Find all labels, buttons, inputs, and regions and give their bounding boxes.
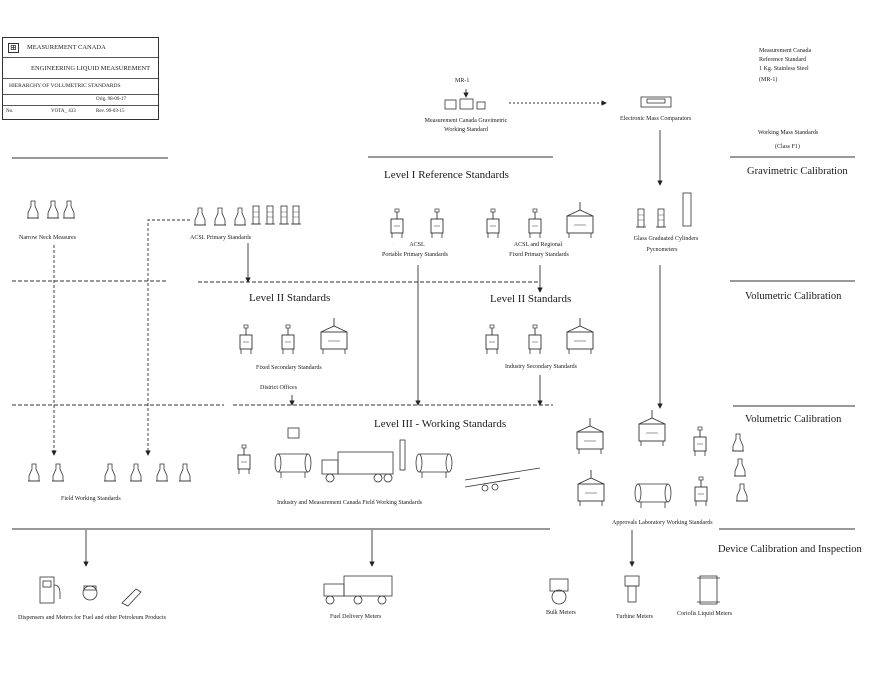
level2-right-heading: Level II Standards bbox=[490, 293, 572, 305]
fixed-label-2: Fixed Primary Standards bbox=[509, 252, 569, 258]
title-block-org-row: ⊞ MEASUREMENT CANADA bbox=[3, 38, 158, 58]
working-mass-2: (Class F1) bbox=[775, 144, 800, 150]
reference-note-4: (MR-1) bbox=[759, 77, 778, 83]
working-standard-line1: Measurement Canada Gravimetric bbox=[424, 118, 508, 124]
mr1-label: MR-1 bbox=[455, 78, 470, 84]
turbine-meters-label: Turbine Meters bbox=[616, 614, 653, 620]
fixed-secondary-label: Fixed Secondary Standards bbox=[256, 365, 322, 371]
title-block-title-row: HIERARCHY OF VOLUMETRIC STANDARDS bbox=[3, 79, 158, 95]
volumetric-calibration-1: Volumetric Calibration bbox=[745, 291, 842, 302]
title-block-orig: Orig. 98-09-17 bbox=[96, 97, 126, 102]
title-block-dept: ENGINEERING LIQUID MEASUREMENT bbox=[31, 65, 151, 72]
acsl-primary-label: ACSL Primary Standards bbox=[190, 235, 252, 241]
fixed-label-1: ACSL and Regional bbox=[513, 242, 563, 248]
glass-label-1: Glass Graduated Cylinders bbox=[633, 236, 699, 242]
svg-text:·: · bbox=[393, 242, 394, 246]
title-block-orig-row: Orig. 98-09-17 bbox=[3, 95, 158, 106]
field-working-label: Field Working Standards bbox=[61, 496, 121, 502]
reference-note-3: 1 Kg. Stainless Steel bbox=[759, 66, 809, 72]
portable-label-2: Portable Primary Standards bbox=[382, 252, 448, 258]
working-mass-1: Working Mass Standards bbox=[758, 130, 819, 136]
title-block-dept-row: ENGINEERING LIQUID MEASUREMENT bbox=[3, 58, 158, 79]
bulk-meters-label: Bulk Meters bbox=[546, 610, 576, 616]
title-block-rev: Rev. 99-03-15 bbox=[96, 109, 125, 114]
title-block-org: MEASUREMENT CANADA bbox=[27, 44, 106, 51]
portable-label-1: ACSL bbox=[409, 242, 425, 248]
working-standard-line2: Working Standard bbox=[444, 127, 488, 133]
approvals-label: Approvals Laboratory Working Standards bbox=[612, 520, 713, 526]
title-block-no-label: No. bbox=[6, 109, 14, 114]
district-offices-label: District Offices bbox=[260, 385, 298, 391]
fuel-delivery-label: Fuel Delivery Meters bbox=[330, 614, 382, 620]
glass-label-2: Pycnometers bbox=[646, 247, 678, 253]
dispensers-label: Dispensers and Meters for Fuel and other… bbox=[18, 615, 166, 621]
coriolis-meters-label: Coriolis Liquid Meters bbox=[677, 611, 732, 617]
gravimetric-calibration: Gravimetric Calibration bbox=[747, 166, 848, 177]
industry-field-label: Industry and Measurement Canada Field Wo… bbox=[277, 500, 423, 506]
title-block: ⊞ MEASUREMENT CANADA ENGINEERING LIQUID … bbox=[2, 37, 159, 120]
device-calibration: Device Calibration and Inspection bbox=[718, 544, 862, 555]
title-block-no-value: VOTA_ 433 bbox=[51, 109, 76, 114]
comparators-label: Electronic Mass Comparators bbox=[620, 116, 692, 122]
title-block-doc-title: HIERARCHY OF VOLUMETRIC STANDARDS bbox=[9, 83, 121, 89]
level1-heading: Level I Reference Standards bbox=[384, 169, 509, 181]
narrow-neck-label: Narrow Neck Measures bbox=[19, 235, 76, 241]
volumetric-calibration-2: Volumetric Calibration bbox=[745, 414, 842, 425]
canada-flag-icon: ⊞ bbox=[8, 43, 19, 53]
industry-secondary-label: Industry Secondary Standards bbox=[505, 364, 577, 370]
level2-left-heading: Level II Standards bbox=[249, 292, 331, 304]
reference-note-1: Measurement Canada bbox=[759, 48, 812, 54]
reference-note-2: Reference Standard bbox=[759, 57, 807, 63]
title-block-no-row: No. VOTA_ 433 Rev. 99-03-15 bbox=[3, 106, 158, 118]
level3-heading: Level III - Working Standards bbox=[374, 418, 507, 430]
